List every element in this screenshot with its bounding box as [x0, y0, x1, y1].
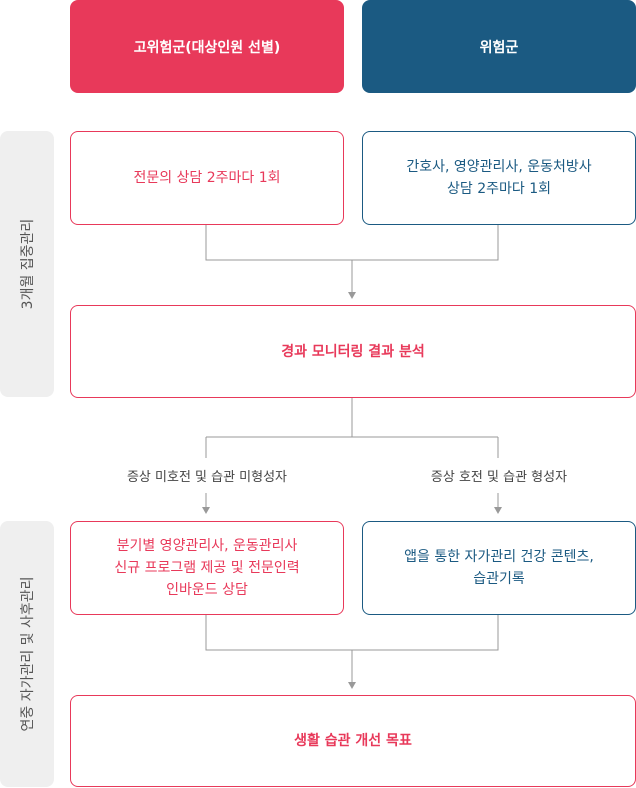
monitoring-box: 경과 모니터링 결과 분석: [70, 305, 636, 398]
goal-box: 생활 습관 개선 목표: [70, 695, 636, 787]
risk-header: 위험군: [362, 0, 636, 93]
risk-counsel-box: 간호사, 영양관리사, 운동처방사 상담 2주마다 1회: [362, 131, 636, 225]
condition-no-improve: 증상 미호전 및 습관 미형성자: [126, 470, 288, 485]
high-risk-header: 고위험군(대상인원 선별): [70, 0, 344, 93]
phase-intensive-panel: 3개월 집중관리: [0, 131, 54, 397]
condition-improve: 증상 호전 및 습관 형성자: [430, 470, 568, 485]
high-risk-counsel-box: 전문의 상담 2주마다 1회: [70, 131, 344, 225]
connector-top-merge: [205, 225, 499, 261]
connector-split: [206, 398, 498, 438]
connector-bottom-merge: [205, 615, 499, 651]
improve-action-box: 앱을 통한 자가관리 건강 콘텐츠, 습관기록: [362, 521, 636, 615]
phase-followup-panel: 연중 자가관리 및 사후관리: [0, 521, 54, 787]
no-improve-action-box: 분기별 영양관리사, 운동관리사 신규 프로그램 제공 및 전문인력 인바운드 …: [70, 521, 344, 615]
